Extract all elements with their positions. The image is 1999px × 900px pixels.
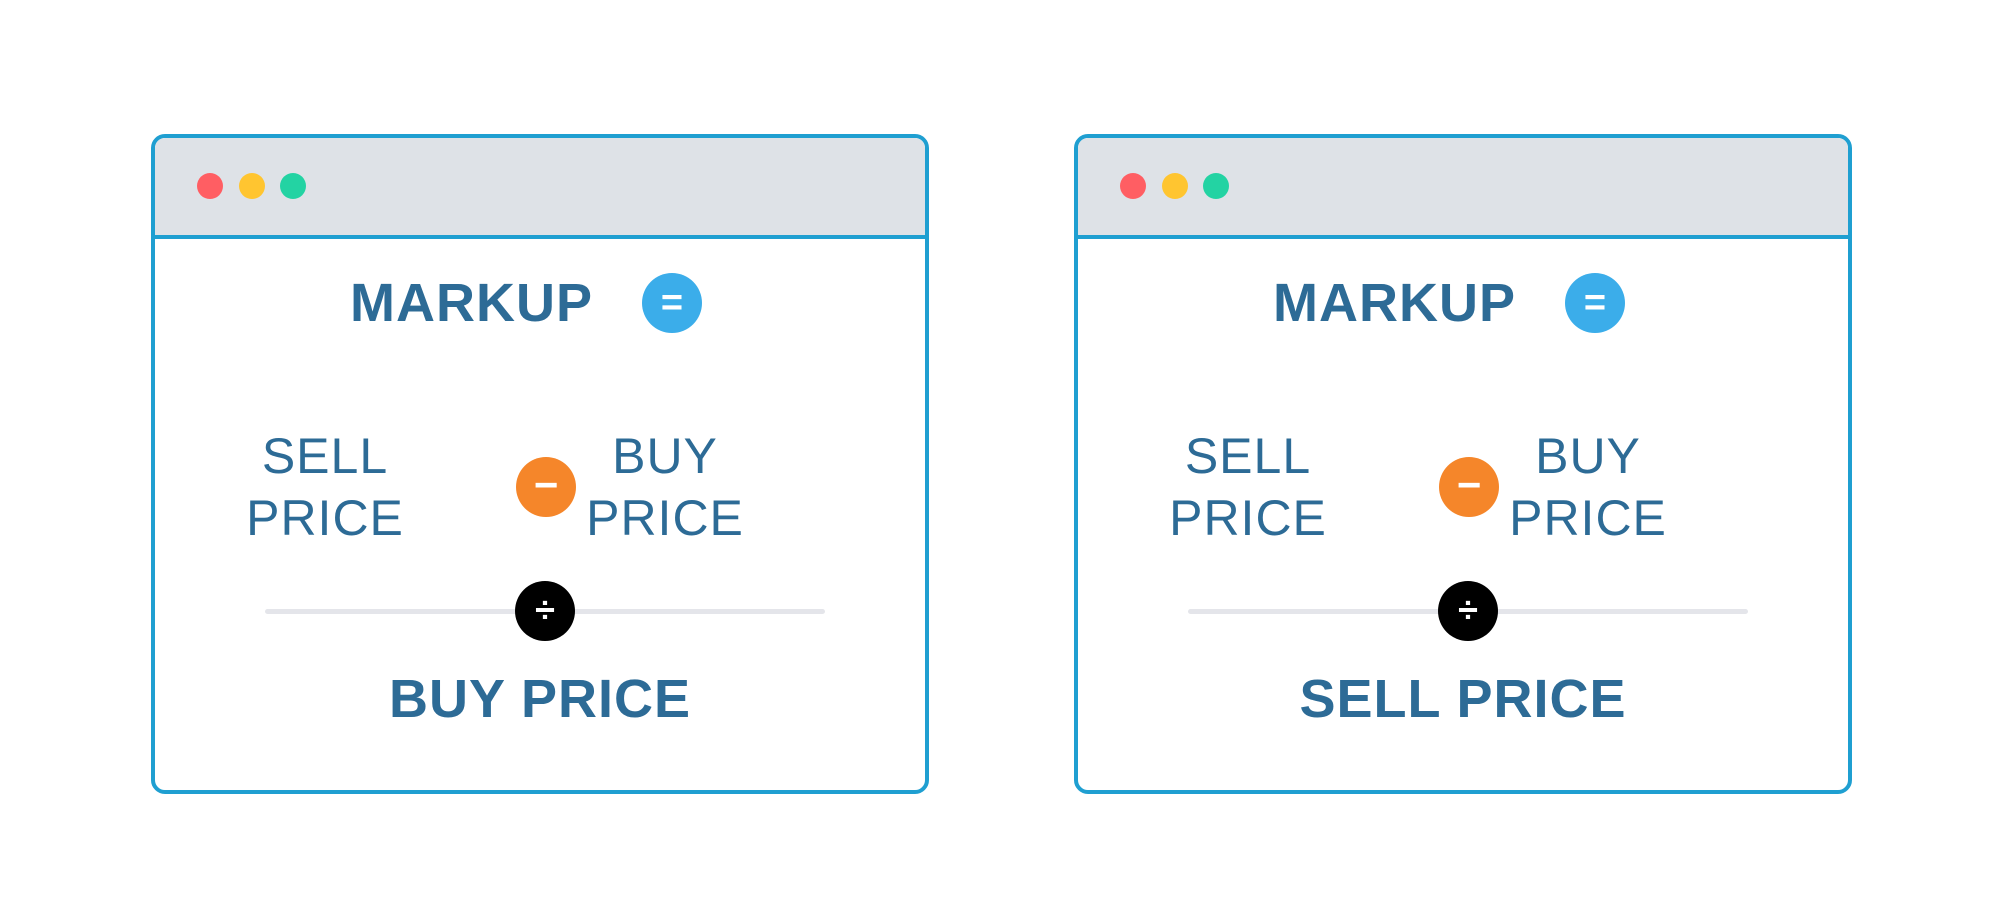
- maximize-dot-icon[interactable]: [1203, 173, 1229, 199]
- subtrahend-line-2: PRICE: [1509, 490, 1667, 546]
- minuend-line-1: SELL: [1184, 428, 1312, 484]
- markup-on-retail-window: MARKUP = SELL PRICE − BUY PRICE ÷ SELL P…: [1074, 134, 1852, 794]
- subtrahend-term: BUY PRICE: [565, 425, 765, 549]
- formula-area: MARKUP = SELL PRICE − BUY PRICE ÷ SELL P…: [1078, 239, 1848, 790]
- formula-title: MARKUP: [350, 273, 593, 333]
- minuend-term: SELL PRICE: [225, 425, 425, 549]
- divide-icon: ÷: [1438, 581, 1498, 641]
- close-dot-icon[interactable]: [1120, 173, 1146, 199]
- subtrahend-line-1: BUY: [612, 428, 718, 484]
- close-dot-icon[interactable]: [197, 173, 223, 199]
- minimize-dot-icon[interactable]: [1162, 173, 1188, 199]
- equals-icon: =: [642, 273, 702, 333]
- subtrahend-line-2: PRICE: [586, 490, 744, 546]
- formula-title: MARKUP: [1273, 273, 1516, 333]
- window-titlebar: [155, 138, 925, 239]
- maximize-dot-icon[interactable]: [280, 173, 306, 199]
- minuend-line-2: PRICE: [1169, 490, 1327, 546]
- minuend-line-2: PRICE: [246, 490, 404, 546]
- denominator-term: BUY PRICE: [388, 669, 692, 729]
- minuend-line-1: SELL: [261, 428, 389, 484]
- formula-area: MARKUP = SELL PRICE − BUY PRICE ÷ BUY PR…: [155, 239, 925, 790]
- denominator-term: SELL PRICE: [1299, 669, 1627, 729]
- minuend-term: SELL PRICE: [1148, 425, 1348, 549]
- subtrahend-line-1: BUY: [1535, 428, 1641, 484]
- minus-icon: −: [516, 457, 576, 517]
- subtrahend-term: BUY PRICE: [1488, 425, 1688, 549]
- minus-icon: −: [1439, 457, 1499, 517]
- minimize-dot-icon[interactable]: [239, 173, 265, 199]
- window-titlebar: [1078, 138, 1848, 239]
- markup-on-cost-window: MARKUP = SELL PRICE − BUY PRICE ÷ BUY PR…: [151, 134, 929, 794]
- divide-icon: ÷: [515, 581, 575, 641]
- equals-icon: =: [1565, 273, 1625, 333]
